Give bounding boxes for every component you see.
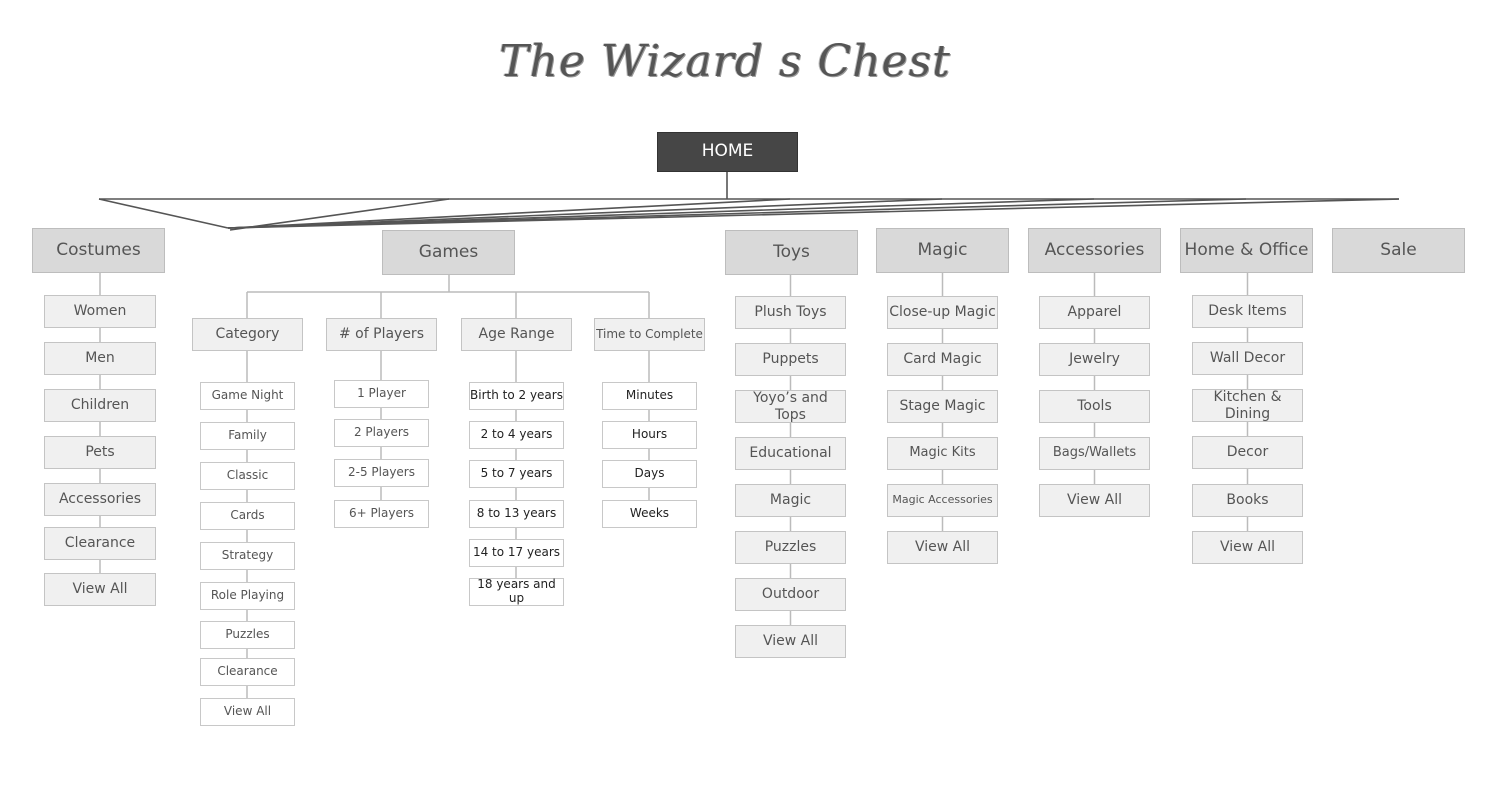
games-filter-item[interactable]: Role Playing: [200, 582, 295, 610]
nav-item-magic[interactable]: Stage Magic: [887, 390, 998, 423]
nav-item-home-office[interactable]: Wall Decor: [1192, 342, 1303, 375]
nav-item-toys[interactable]: Educational: [735, 437, 846, 470]
connector-line: [227, 198, 1400, 229]
games-filter-item[interactable]: Family: [200, 422, 295, 450]
connector-line: [98, 198, 229, 229]
nav-item-home-office[interactable]: Books: [1192, 484, 1303, 517]
games-filter-item[interactable]: 14 to 17 years: [469, 539, 564, 567]
games-filter-item[interactable]: Cards: [200, 502, 295, 530]
nav-item-costumes[interactable]: Children: [44, 389, 156, 422]
games-filter-item[interactable]: 2-5 Players: [334, 459, 429, 487]
nav-item-accessories[interactable]: Bags/Wallets: [1039, 437, 1150, 470]
games-filter-item[interactable]: Puzzles: [200, 621, 295, 649]
category-costumes[interactable]: Costumes: [32, 228, 165, 273]
nav-item-toys[interactable]: Yoyo’s and Tops: [735, 390, 846, 423]
games-filter-item[interactable]: Game Night: [200, 382, 295, 410]
games-filter-item[interactable]: 18 years and up: [469, 577, 564, 606]
nav-item-toys[interactable]: Outdoor: [735, 578, 846, 611]
category-magic[interactable]: Magic: [876, 228, 1009, 273]
games-filter-item[interactable]: Days: [602, 460, 697, 488]
nav-item-accessories[interactable]: View All: [1039, 484, 1150, 517]
category-sale[interactable]: Sale: [1332, 228, 1465, 273]
games-filter-item[interactable]: View All: [200, 698, 295, 726]
nav-item-accessories[interactable]: Jewelry: [1039, 343, 1150, 376]
nav-item-toys[interactable]: Puppets: [735, 343, 846, 376]
nav-item-costumes[interactable]: Men: [44, 342, 156, 375]
nav-item-home-office[interactable]: Kitchen & Dining: [1192, 389, 1303, 422]
nav-item-accessories[interactable]: Tools: [1039, 390, 1150, 423]
games-filter-item[interactable]: Weeks: [602, 500, 697, 528]
category-games[interactable]: Games: [382, 230, 515, 275]
games-group-header[interactable]: # of Players: [326, 318, 437, 351]
home-node[interactable]: HOME: [657, 132, 798, 172]
nav-item-costumes[interactable]: Women: [44, 295, 156, 328]
games-filter-item[interactable]: 5 to 7 years: [469, 460, 564, 488]
games-group-header[interactable]: Category: [192, 318, 303, 351]
nav-item-magic[interactable]: Magic Accessories: [887, 484, 998, 517]
site-logo-title: The Wizard s Chest: [499, 36, 951, 87]
nav-item-costumes[interactable]: View All: [44, 573, 156, 606]
nav-item-costumes[interactable]: Pets: [44, 436, 156, 469]
nav-item-home-office[interactable]: Decor: [1192, 436, 1303, 469]
games-filter-item[interactable]: 6+ Players: [334, 500, 429, 528]
games-filter-item[interactable]: Birth to 2 years: [469, 382, 564, 410]
games-filter-item[interactable]: Minutes: [602, 382, 697, 410]
nav-item-accessories[interactable]: Apparel: [1039, 296, 1150, 329]
games-filter-item[interactable]: Hours: [602, 421, 697, 449]
nav-item-toys[interactable]: Puzzles: [735, 531, 846, 564]
nav-item-magic[interactable]: Card Magic: [887, 343, 998, 376]
nav-item-home-office[interactable]: Desk Items: [1192, 295, 1303, 328]
nav-item-home-office[interactable]: View All: [1192, 531, 1303, 564]
nav-item-magic[interactable]: View All: [887, 531, 998, 564]
connector-line: [227, 198, 943, 229]
connector-line: [229, 198, 450, 231]
games-filter-item[interactable]: Clearance: [200, 658, 295, 686]
games-filter-item[interactable]: 2 to 4 years: [469, 421, 564, 449]
games-group-header[interactable]: Age Range: [461, 318, 572, 351]
games-filter-item[interactable]: 1 Player: [334, 380, 429, 408]
nav-item-toys[interactable]: Magic: [735, 484, 846, 517]
category-toys[interactable]: Toys: [725, 230, 858, 275]
connector-line: [229, 198, 791, 229]
games-filter-item[interactable]: Strategy: [200, 542, 295, 570]
nav-item-magic[interactable]: Magic Kits: [887, 437, 998, 470]
category-home-office[interactable]: Home & Office: [1180, 228, 1313, 273]
nav-item-costumes[interactable]: Clearance: [44, 527, 156, 560]
games-filter-item[interactable]: Classic: [200, 462, 295, 490]
nav-item-magic[interactable]: Close-up Magic: [887, 296, 998, 329]
category-accessories[interactable]: Accessories: [1028, 228, 1161, 273]
games-group-header[interactable]: Time to Complete: [594, 318, 705, 351]
nav-item-toys[interactable]: Plush Toys: [735, 296, 846, 329]
games-filter-item[interactable]: 2 Players: [334, 419, 429, 447]
nav-item-costumes[interactable]: Accessories: [44, 483, 156, 516]
games-filter-item[interactable]: 8 to 13 years: [469, 500, 564, 528]
nav-item-toys[interactable]: View All: [735, 625, 846, 658]
